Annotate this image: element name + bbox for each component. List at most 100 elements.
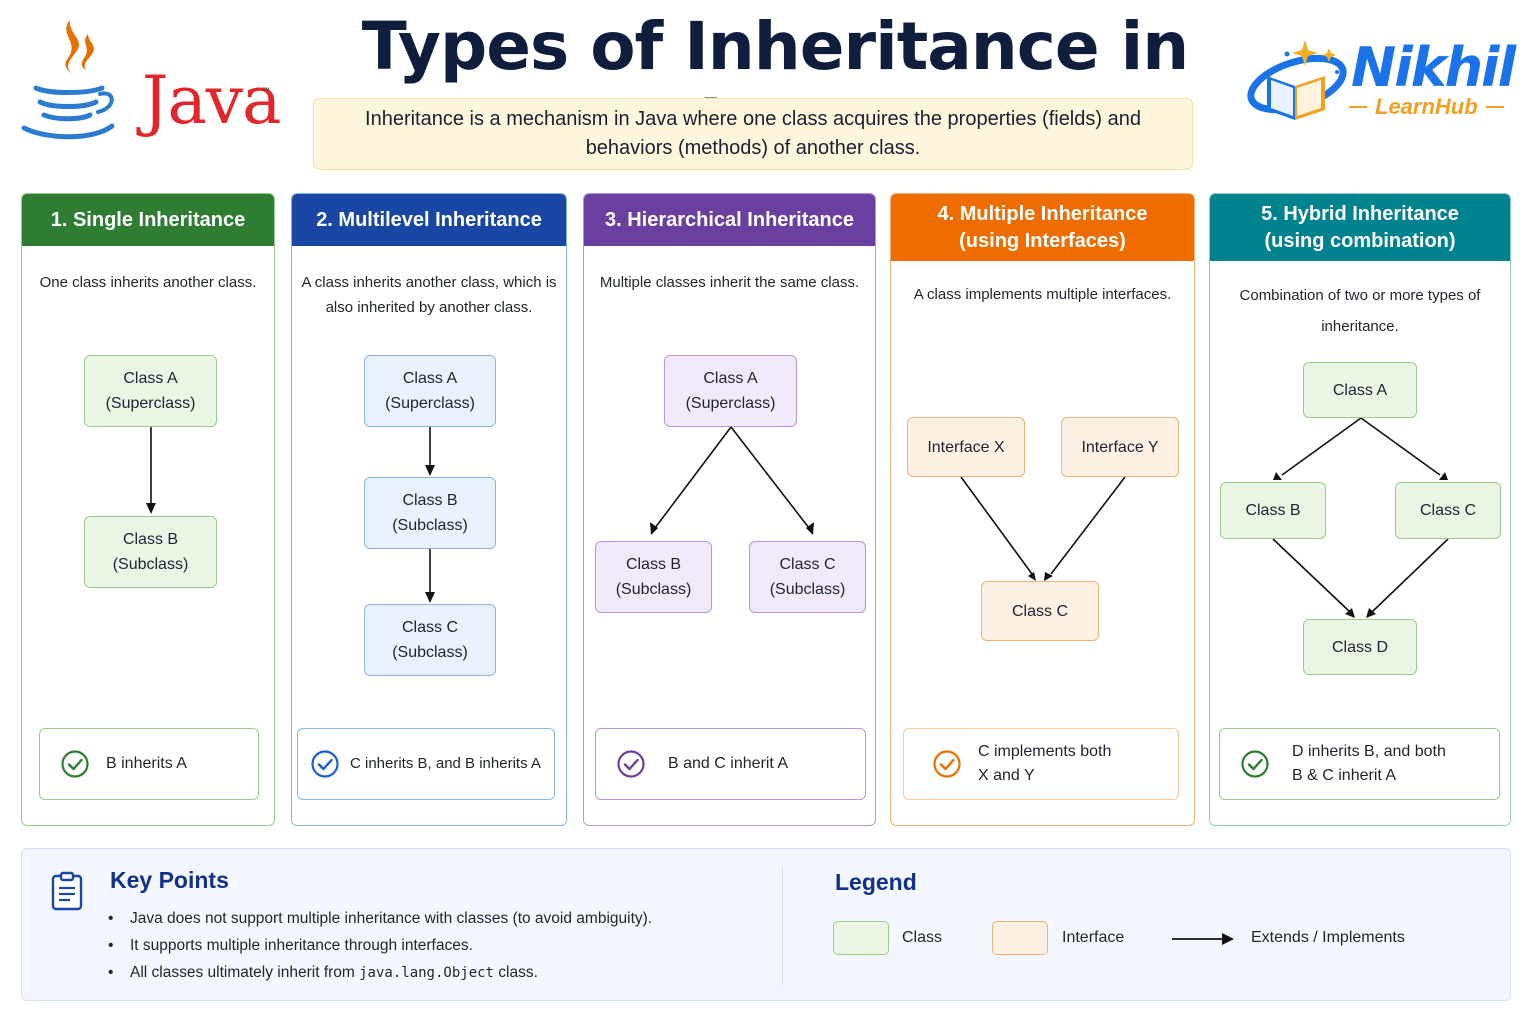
single-class-b-node: Class B (Subclass) xyxy=(84,516,217,588)
node-label: Class A xyxy=(703,370,758,387)
hierarchical-summary: B and C inherit A xyxy=(595,728,866,800)
multiple-title-line2: (using Interfaces) xyxy=(959,229,1126,252)
key-points-title: Key Points xyxy=(110,867,229,893)
node-label: Interface X xyxy=(927,438,1005,456)
check-circle-icon xyxy=(61,750,89,778)
node-label: Class A xyxy=(123,370,178,387)
single-inheritance-panel: 1. Single Inheritance One class inherits… xyxy=(21,193,275,826)
node-label: Class B xyxy=(1245,502,1301,519)
multilevel-class-b-node: Class B (Subclass) xyxy=(364,477,496,549)
hierarchical-inheritance-desc: Multiple classes inherit the same class. xyxy=(599,274,860,291)
node-label: Class A xyxy=(402,370,458,387)
interface-y-node: Interface Y xyxy=(1061,417,1179,477)
hybrid-class-d-node: Class D xyxy=(1303,619,1417,675)
node-role: (Subclass) xyxy=(392,517,468,534)
node-role: (Subclass) xyxy=(769,581,846,598)
key-point-text-before: All classes ultimately inherit from xyxy=(130,964,360,981)
multiple-title-line1: 4. Multiple Inheritance xyxy=(937,202,1148,225)
multiple-summary: C implements both X and Y xyxy=(903,728,1179,800)
hybrid-class-c-node: Class C xyxy=(1395,482,1501,539)
hybrid-summary-text: D inherits B, and both B & C inherit A xyxy=(1292,740,1446,788)
java-trademark: ™ xyxy=(262,86,270,95)
section-divider xyxy=(782,867,783,985)
hierarchical-summary-text: B and C inherit A xyxy=(668,755,789,772)
node-role: (Superclass) xyxy=(685,395,776,412)
intro-text: Inheritance is a mechanism in Java where… xyxy=(313,98,1193,170)
multiple-inheritance-desc: A class implements multiple interfaces. xyxy=(913,286,1172,303)
multiple-summary-line1: C implements both xyxy=(978,743,1112,760)
multiple-summary-line2: X and Y xyxy=(978,767,1035,784)
node-label: Class C xyxy=(1011,602,1068,620)
hybrid-title-line1: 5. Hybrid Inheritance xyxy=(1261,202,1459,225)
legend-class-label: Class xyxy=(902,929,943,946)
node-label: Class B xyxy=(402,492,458,509)
check-circle-icon xyxy=(1241,750,1269,778)
clipboard-icon xyxy=(51,871,83,911)
hybrid-inheritance-panel: 5. Hybrid Inheritance (using combination… xyxy=(1209,193,1511,826)
node-label: Class C xyxy=(779,556,836,573)
legend-class-swatch xyxy=(833,921,889,955)
legend-arrow-icon xyxy=(1172,933,1234,945)
multilevel-class-c-node: Class C (Subclass) xyxy=(364,604,496,676)
node-label: Class D xyxy=(1331,638,1388,656)
node-label: Class C xyxy=(401,619,458,636)
node-label: Class C xyxy=(1419,502,1476,519)
node-label: Class B xyxy=(625,556,682,573)
brand-subtitle: LearnHub xyxy=(1349,94,1519,120)
key-point-text: It supports multiple inheritance through… xyxy=(130,937,473,954)
node-role: (Subclass) xyxy=(615,581,692,598)
book-logo-icon xyxy=(1247,40,1347,120)
hybrid-class-a-node: Class A xyxy=(1303,362,1417,418)
hybrid-title-line2: (using combination) xyxy=(1264,229,1456,252)
key-points-legend-section: Key Points • Java does not support multi… xyxy=(21,848,1511,1001)
single-class-a-node: Class A (Superclass) xyxy=(84,355,217,427)
node-role: (Subclass) xyxy=(112,556,189,573)
hybrid-summary-line1: D inherits B, and both xyxy=(1292,743,1446,760)
java-logo: Java ™ xyxy=(18,12,281,142)
single-inheritance-desc: One class inherits another class. xyxy=(39,274,257,291)
java-cup-icon xyxy=(21,20,115,140)
single-summary: B inherits A xyxy=(39,728,259,800)
key-point-item: • It supports multiple inheritance throu… xyxy=(108,932,652,959)
single-summary-text: B inherits A xyxy=(106,755,187,772)
brand-name: Nikhil xyxy=(1351,36,1516,99)
check-circle-icon xyxy=(617,750,645,778)
key-point-item: • Java does not support multiple inherit… xyxy=(108,905,652,932)
node-role: (Superclass) xyxy=(105,395,196,412)
node-label: Class B xyxy=(122,531,179,548)
brand-subtitle-text: LearnHub xyxy=(1375,94,1478,119)
legend-interface-swatch xyxy=(992,921,1048,955)
multiple-class-c-node: Class C xyxy=(981,581,1099,641)
key-point-text-after: class. xyxy=(493,964,538,981)
java-wordmark: Java xyxy=(142,62,281,139)
hierarchical-class-b-node: Class B (Subclass) xyxy=(595,541,712,613)
bullet: • xyxy=(108,964,114,981)
key-point-code: java.lang.Object xyxy=(359,965,494,981)
check-circle-icon xyxy=(933,750,961,778)
hierarchical-inheritance-panel: 3. Hierarchical Inheritance Multiple cla… xyxy=(583,193,876,826)
multilevel-summary-text: C inherits B, and B inherits A xyxy=(350,755,541,772)
hierarchical-inheritance-title: 3. Hierarchical Inheritance xyxy=(584,194,875,246)
brand-dash-left xyxy=(1349,106,1367,108)
hybrid-inheritance-desc: Combination of two or more types of inhe… xyxy=(1239,287,1481,335)
legend-title: Legend xyxy=(835,869,917,895)
key-point-text: All classes ultimately inherit from java… xyxy=(130,959,538,987)
multilevel-inheritance-panel: 2. Multilevel Inheritance A class inheri… xyxy=(291,193,567,826)
multilevel-inheritance-title: 2. Multilevel Inheritance xyxy=(292,194,566,246)
bullet: • xyxy=(108,937,114,954)
hybrid-summary-line2: B & C inherit A xyxy=(1292,767,1397,784)
check-circle-icon xyxy=(311,750,339,778)
legend-interface-label: Interface xyxy=(1062,929,1125,946)
hierarchical-class-a-node: Class A (Superclass) xyxy=(664,355,797,427)
node-label: Class A xyxy=(1332,381,1388,399)
key-point-text: Java does not support multiple inheritan… xyxy=(130,910,653,927)
node-label: Interface Y xyxy=(1081,438,1159,456)
multilevel-summary: C inherits B, and B inherits A xyxy=(297,728,555,800)
bullet: • xyxy=(108,910,114,927)
hybrid-class-b-node: Class B xyxy=(1220,482,1326,539)
legend-arrow-label: Extends / Implements xyxy=(1251,929,1405,946)
multiple-summary-text: C implements both X and Y xyxy=(978,740,1111,788)
brand-logo: Nikhil LearnHub xyxy=(1245,30,1525,130)
hierarchical-class-c-node: Class C (Subclass) xyxy=(749,541,866,613)
key-points-list: • Java does not support multiple inherit… xyxy=(108,905,652,987)
